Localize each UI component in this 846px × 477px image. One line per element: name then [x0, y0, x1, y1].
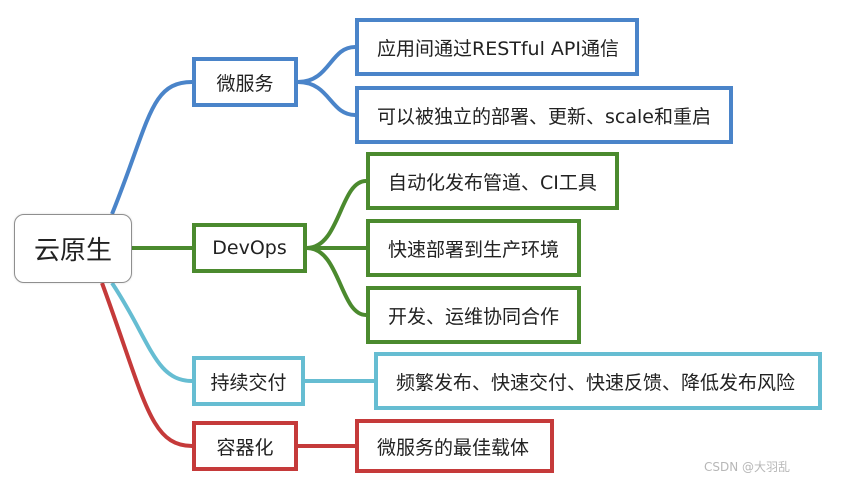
leaf-node-label: 快速部署到生产环境	[388, 238, 560, 261]
branch-node-containerization: 容器化	[192, 421, 298, 471]
watermark: CSDN @大羽乱	[704, 460, 791, 474]
connector-root-microservices	[110, 80, 193, 215]
branch-node-devops: DevOps	[192, 223, 307, 273]
leaf-node-label: 应用间通过RESTful API通信	[377, 37, 619, 60]
leaf-node-dev-ops-collab: 开发、运维协同合作	[366, 286, 581, 344]
connector-devops-child-1	[306, 179, 367, 250]
branch-node-continuous-delivery: 持续交付	[192, 356, 305, 406]
leaf-node-label: 开发、运维协同合作	[388, 305, 560, 328]
leaf-node-independent-deploy: 可以被独立的部署、更新、scale和重启	[355, 86, 733, 144]
leaf-node-label: 可以被独立的部署、更新、scale和重启	[377, 105, 711, 128]
connector-microservices-child-2	[297, 80, 356, 117]
leaf-node-ci-pipeline: 自动化发布管道、CI工具	[366, 152, 619, 210]
leaf-node-best-carrier: 微服务的最佳载体	[355, 419, 554, 473]
branch-node-microservices: 微服务	[192, 57, 298, 107]
leaf-node-fast-deploy: 快速部署到生产环境	[366, 219, 581, 277]
root-node: 云原生	[14, 214, 132, 283]
leaf-node-label: 频繁发布、快速交付、快速反馈、降低发布风险	[396, 371, 796, 394]
leaf-node-label: 自动化发布管道、CI工具	[388, 171, 597, 194]
branch-node-label: 持续交付	[210, 371, 287, 394]
root-node-label: 云原生	[33, 236, 112, 266]
connector-root-continuous-delivery	[110, 281, 193, 383]
leaf-node-restful-api: 应用间通过RESTful API通信	[355, 18, 639, 76]
leaf-node-frequent-release: 频繁发布、快速交付、快速反馈、降低发布风险	[374, 352, 822, 410]
branch-node-label: DevOps	[212, 237, 287, 259]
connector-devops-child-3	[306, 246, 367, 317]
connector-root-containerization	[100, 282, 193, 448]
leaf-node-label: 微服务的最佳载体	[377, 436, 530, 459]
branch-node-label: 容器化	[216, 436, 274, 459]
connector-microservices-child-1	[297, 45, 356, 84]
branch-node-label: 微服务	[216, 72, 274, 95]
